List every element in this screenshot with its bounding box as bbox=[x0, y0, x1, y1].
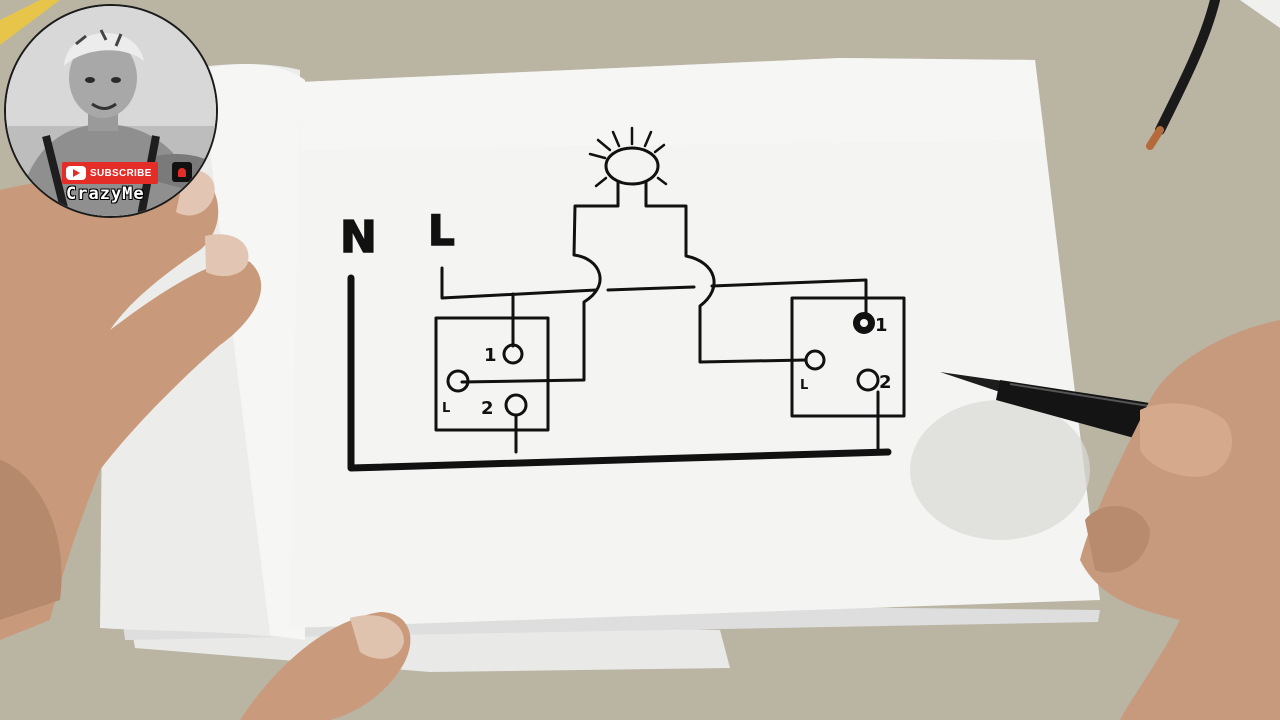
subscribe-button[interactable]: SUBSCRIBE bbox=[62, 162, 158, 184]
switch-1-terminal-1 bbox=[502, 343, 524, 365]
neutral-wire bbox=[347, 274, 892, 472]
notebook-page bbox=[290, 58, 1100, 628]
black-cable bbox=[1155, 0, 1220, 135]
right-hand bbox=[1080, 320, 1280, 720]
white-object bbox=[1240, 0, 1280, 28]
switch-2-terminal-2 bbox=[856, 368, 880, 392]
channel-avatar[interactable]: SUBSCRIBE CrazyMe bbox=[6, 6, 216, 216]
switch-1-box bbox=[434, 316, 550, 432]
switch-1-terminal-l bbox=[446, 369, 470, 393]
switch-2-label-1: 1 bbox=[875, 315, 888, 336]
bell-icon[interactable] bbox=[172, 162, 192, 182]
switch-2-label-l: L bbox=[800, 378, 808, 393]
switch-1-label-l: L bbox=[442, 401, 450, 416]
switch-1-label-1: 1 bbox=[484, 345, 497, 366]
neutral-label: N bbox=[340, 212, 377, 263]
channel-name: CrazyMe bbox=[66, 184, 145, 204]
live-label: L bbox=[428, 206, 455, 255]
switch-2-terminal-l bbox=[804, 349, 826, 371]
switch-2-box bbox=[790, 296, 906, 418]
switch-2-label-2: 2 bbox=[879, 372, 892, 393]
subscribe-label: SUBSCRIBE bbox=[90, 167, 152, 179]
switch-1-label-2: 2 bbox=[481, 398, 494, 419]
lamp-symbol bbox=[588, 126, 668, 188]
left-hand bbox=[0, 167, 262, 640]
youtube-play-icon bbox=[66, 166, 86, 180]
left-thumb bbox=[240, 612, 411, 720]
wiring-diagram bbox=[347, 126, 906, 472]
